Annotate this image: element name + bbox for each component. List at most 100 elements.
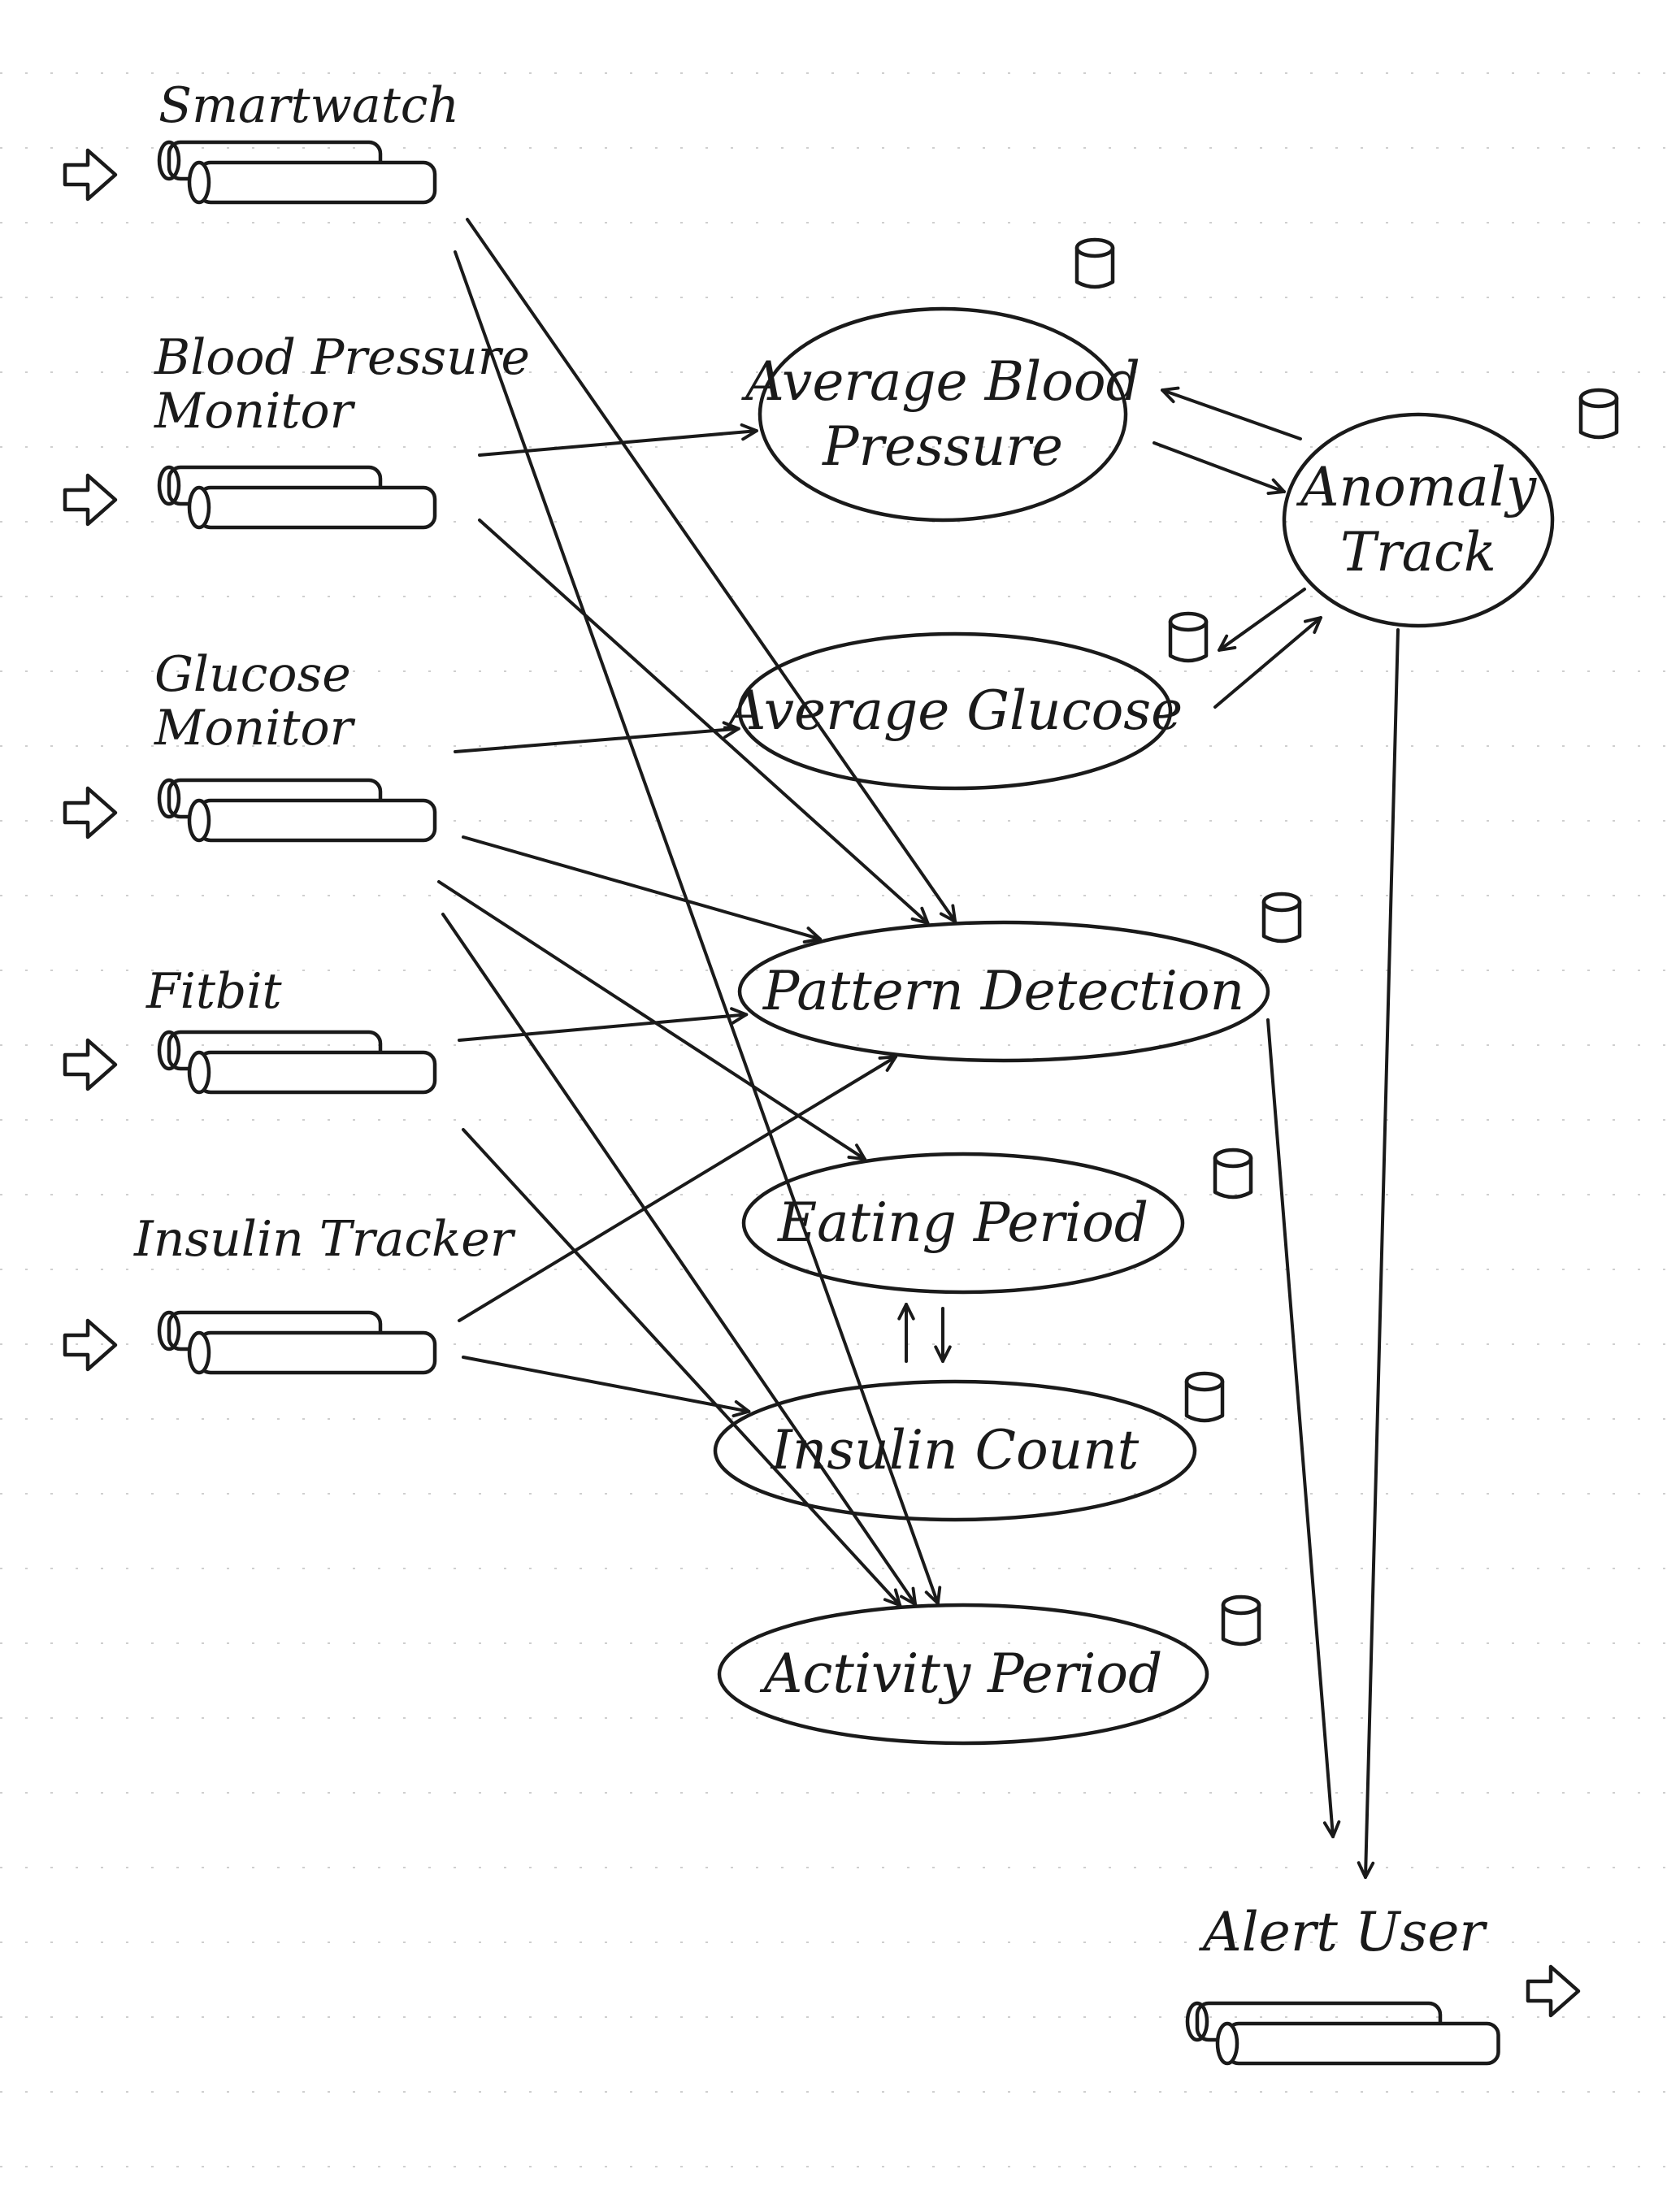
edge-glucose-monitor-to-pattern bbox=[462, 835, 822, 944]
edge-smartwatch-to-activity bbox=[454, 250, 942, 1605]
source-label-insulin-tracker: Insulin Tracker bbox=[133, 1211, 516, 1268]
process-label-insulin-count: Insulin Count bbox=[771, 1419, 1140, 1482]
pipe-front-end bbox=[187, 160, 211, 205]
pipe-back-end bbox=[157, 465, 181, 506]
process-label-activity: Activity Period bbox=[759, 1642, 1163, 1705]
process-eating bbox=[741, 1148, 1253, 1295]
process-label-eating-line: Eating Period bbox=[777, 1191, 1148, 1254]
process-activity bbox=[717, 1594, 1261, 1746]
source-label-insulin-tracker-line: Insulin Tracker bbox=[133, 1211, 516, 1268]
pipe-front bbox=[197, 160, 437, 205]
pipe-front bbox=[197, 485, 437, 530]
source-bp-monitor bbox=[63, 465, 437, 530]
source-smartwatch bbox=[63, 140, 437, 205]
source-fitbit bbox=[63, 1030, 437, 1095]
pipe-front-end bbox=[187, 1050, 211, 1095]
output-alert-user bbox=[1185, 1964, 1581, 2066]
entry-arrow-icon bbox=[63, 786, 118, 840]
database-icon bbox=[1168, 619, 1209, 663]
edge-insulin-tracker-to-insulin-count bbox=[462, 1356, 751, 1418]
source-label-fitbit: Fitbit bbox=[145, 963, 283, 1020]
source-label-bp-monitor-line: Blood Pressure bbox=[154, 329, 530, 386]
process-label-insulin-count-line: Insulin Count bbox=[771, 1419, 1140, 1482]
database-icon-top bbox=[1184, 1371, 1225, 1392]
edge-fitbit-to-pattern bbox=[458, 1007, 749, 1042]
edge-bp-monitor-to-avg-bp bbox=[478, 423, 758, 457]
source-label-bp-monitor-line: Monitor bbox=[154, 383, 356, 440]
pipe-back-end bbox=[157, 140, 181, 181]
edge-glucose-monitor-to-activity bbox=[441, 913, 918, 1607]
process-label-avg-glucose: Average Glucose bbox=[723, 679, 1183, 742]
database-icon bbox=[1184, 1379, 1225, 1423]
database-icon bbox=[1074, 245, 1115, 289]
process-label-anomaly-line: Track bbox=[1340, 521, 1496, 584]
output-label-alert-user: Alert User bbox=[1198, 1901, 1487, 1963]
pipe-front-end bbox=[187, 485, 211, 530]
process-label-eating: Eating Period bbox=[777, 1191, 1148, 1254]
process-ellipse bbox=[717, 1603, 1209, 1746]
process-avg-bp bbox=[758, 237, 1128, 523]
edge-insulin-tracker-to-pattern bbox=[458, 1055, 898, 1322]
edge-avg-bp-to-anomaly bbox=[1153, 441, 1286, 495]
database-icon bbox=[1578, 396, 1619, 440]
process-label-anomaly-line: Anomaly bbox=[1296, 456, 1537, 518]
process-pattern bbox=[737, 892, 1302, 1063]
edge-glucose-monitor-to-avg-glucose bbox=[454, 721, 740, 753]
entry-arrow-icon bbox=[63, 148, 118, 202]
process-ellipse bbox=[758, 306, 1128, 523]
pipe-front-end bbox=[187, 1330, 211, 1375]
entry-arrow-icon bbox=[63, 1038, 118, 1091]
pipe-back-end bbox=[157, 1030, 181, 1071]
process-label-activity-line: Activity Period bbox=[759, 1642, 1163, 1705]
edge-fitbit-to-activity bbox=[462, 1128, 902, 1607]
process-ellipse bbox=[737, 631, 1173, 791]
nodes-layer bbox=[63, 140, 1619, 2066]
edge-avg-glucose-to-anomaly bbox=[1213, 616, 1322, 709]
source-label-smartwatch: Smartwatch bbox=[158, 77, 459, 134]
edge-smartwatch-to-pattern bbox=[466, 218, 957, 923]
database-icon-top bbox=[1074, 237, 1115, 258]
edge-pattern-to-alert-user bbox=[1266, 1018, 1341, 1838]
edge-anomaly-to-alert-user bbox=[1357, 628, 1400, 1879]
database-icon-top bbox=[1578, 388, 1619, 409]
pipe-front bbox=[197, 798, 437, 843]
entry-arrow-icon bbox=[63, 1318, 118, 1372]
process-label-avg-bp-line: Average Blood bbox=[740, 350, 1140, 413]
process-avg-glucose bbox=[737, 611, 1209, 791]
database-icon bbox=[1261, 900, 1302, 944]
pipe-back-end bbox=[157, 778, 181, 819]
pipe-front bbox=[1225, 2021, 1500, 2066]
entry-arrow-icon bbox=[63, 473, 118, 527]
pipe-front-end bbox=[187, 798, 211, 843]
source-label-fitbit-line: Fitbit bbox=[145, 963, 283, 1020]
source-insulin-tracker bbox=[63, 1310, 437, 1375]
process-ellipse bbox=[737, 920, 1270, 1063]
pipe-front-end bbox=[1215, 2021, 1239, 2066]
process-ellipse bbox=[741, 1152, 1185, 1295]
process-label-pattern-line: Pattern Detection bbox=[762, 960, 1244, 1022]
pipe-back-end bbox=[157, 1310, 181, 1351]
source-label-glucose-monitor-line: Monitor bbox=[154, 700, 356, 757]
source-label-smartwatch-line: Smartwatch bbox=[158, 77, 459, 134]
edge-anomaly-to-avg-bp bbox=[1161, 386, 1302, 440]
pipe-front bbox=[197, 1050, 437, 1095]
database-icon-top bbox=[1221, 1594, 1261, 1616]
output-label-alert-user-line: Alert User bbox=[1198, 1901, 1487, 1963]
edge-glucose-monitor-to-eating bbox=[437, 880, 866, 1161]
database-icon bbox=[1213, 1156, 1253, 1200]
database-icon-top bbox=[1261, 892, 1302, 913]
process-label-avg-glucose-line: Average Glucose bbox=[723, 679, 1183, 742]
source-label-glucose-monitor-line: Glucose bbox=[154, 646, 351, 703]
source-glucose-monitor bbox=[63, 778, 437, 843]
process-label-pattern: Pattern Detection bbox=[762, 960, 1244, 1022]
pipe-back-end bbox=[1185, 2001, 1209, 2042]
process-ellipse bbox=[1282, 412, 1555, 628]
edges-layer bbox=[437, 218, 1400, 1879]
database-icon-top bbox=[1168, 611, 1209, 632]
process-insulin-count bbox=[713, 1371, 1225, 1522]
